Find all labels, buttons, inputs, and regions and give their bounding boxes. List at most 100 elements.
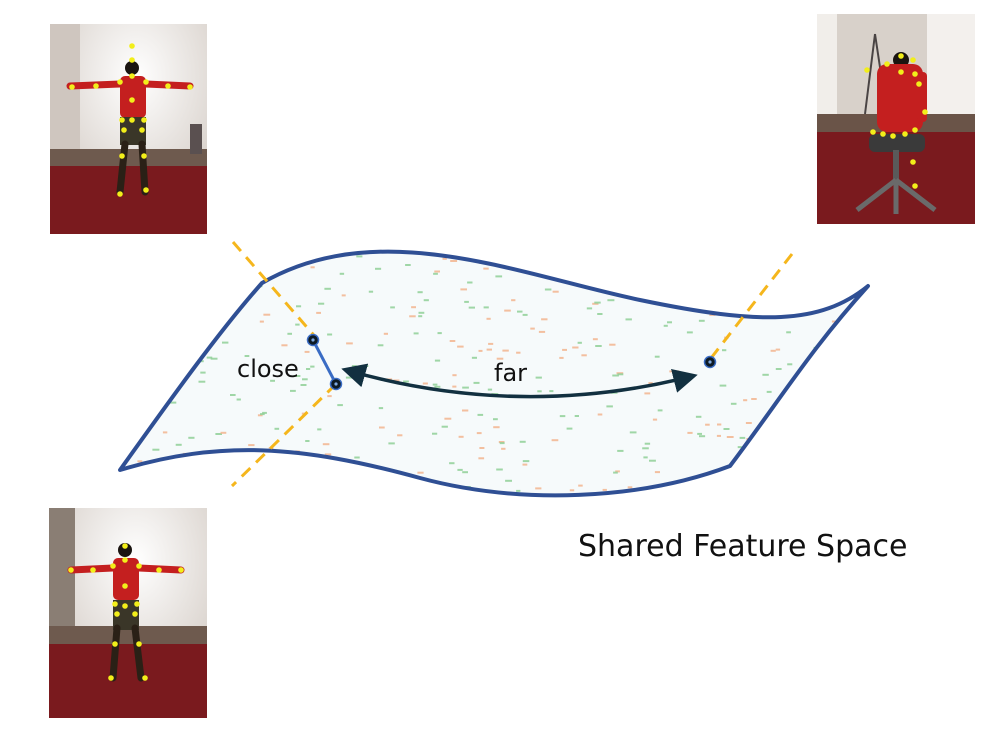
projection-line-right [706,253,794,363]
scatter-mark [234,469,241,472]
scatter-mark [799,452,804,455]
scatter-mark [559,356,564,359]
scatter-mark [502,349,509,352]
scatter-mark [302,378,308,381]
scatter-mark [560,250,566,252]
scatter-mark [786,331,791,334]
scatter-mark [452,374,457,377]
scatter-mark [403,484,410,487]
scatter-mark [863,353,868,356]
scatter-mark [324,453,332,456]
scatter-mark [854,410,860,413]
scatter-mark [120,323,127,326]
scatter-mark [231,472,236,475]
scatter-mark [739,436,746,439]
scatter-mark [750,492,756,495]
scatter-mark [569,489,575,492]
scatter-mark [712,276,718,279]
scatter-mark [841,359,849,362]
scatter-mark [299,474,305,477]
scatter-mark [441,425,448,428]
scatter-mark [775,348,781,351]
scatter-mark [134,322,141,325]
scatter-mark [140,367,147,370]
scatter-mark [262,411,267,414]
scatter-mark [341,505,345,507]
scatter-mark [423,299,429,302]
scatter-mark [584,277,589,280]
scatter-mark [245,241,252,243]
scatter-mark [564,275,570,278]
scatter-mark [555,274,561,277]
scatter-mark [743,399,748,402]
scatter-mark [800,425,807,428]
scatter-mark [578,484,583,487]
scatter-mark [617,373,624,376]
scatter-mark [496,357,504,360]
scatter-mark [177,473,183,476]
scatter-mark [220,431,227,434]
scatter-mark [434,243,440,245]
scatter-mark [248,501,253,503]
photo-person-standing-tpose-1 [50,24,207,234]
scatter-mark [242,286,249,289]
scatter-mark [832,440,837,443]
scatter-mark [462,471,468,474]
scatter-mark [499,442,505,445]
scatter-mark [707,307,712,310]
scatter-mark [863,488,868,490]
scatter-mark [613,260,619,263]
scatter-mark [418,311,425,314]
scatter-mark [306,368,311,370]
scatter-mark [177,269,182,271]
scatter-mark [290,490,296,493]
scatter-mark [622,260,628,263]
scatter-mark [705,423,710,426]
scatter-mark [383,332,388,335]
scatter-mark [261,495,266,496]
scatter-mark [672,370,680,373]
scatter-mark [473,381,480,384]
scatter-mark [239,279,245,282]
scatter-mark [654,355,660,358]
scatter-mark [790,390,795,393]
scatter-mark [766,390,772,393]
scatter-mark [155,349,162,352]
scatter-mark [788,418,794,421]
scatter-mark [572,346,579,349]
scatter-mark [602,488,607,491]
scatter-mark [589,503,596,505]
scatter-mark [627,486,633,489]
scatter-mark [530,327,535,330]
scatter-mark [270,488,277,491]
scatter-mark [622,241,627,243]
scatter-mark [329,252,336,255]
scatter-mark [717,423,722,426]
scatter-mark [607,299,615,302]
scatter-mark [736,479,741,482]
scatter-mark [388,442,395,445]
scatter-mark [516,489,521,492]
scatter-mark [390,306,395,309]
scatter-mark [855,362,860,365]
scatter-mark [219,287,226,290]
scatter-mark [764,453,770,456]
scatter-mark [648,244,652,246]
scatter-mark [522,463,528,466]
scatter-mark [538,330,546,333]
scatter-mark [833,241,838,243]
scatter-mark [138,280,145,283]
scatter-mark [699,435,706,438]
scatter-mark [252,253,259,256]
scatter-mark [442,257,447,260]
scatter-mark [324,287,331,290]
scatter-mark [149,291,156,294]
manifold-outline [118,249,870,498]
scatter-mark [581,354,587,357]
scatter-mark [323,494,330,496]
scatter-mark [657,409,663,412]
feature-point-icon [306,333,320,347]
scatter-mark [444,417,452,420]
scatter-mark [318,302,325,305]
scatter-mark [317,428,322,431]
